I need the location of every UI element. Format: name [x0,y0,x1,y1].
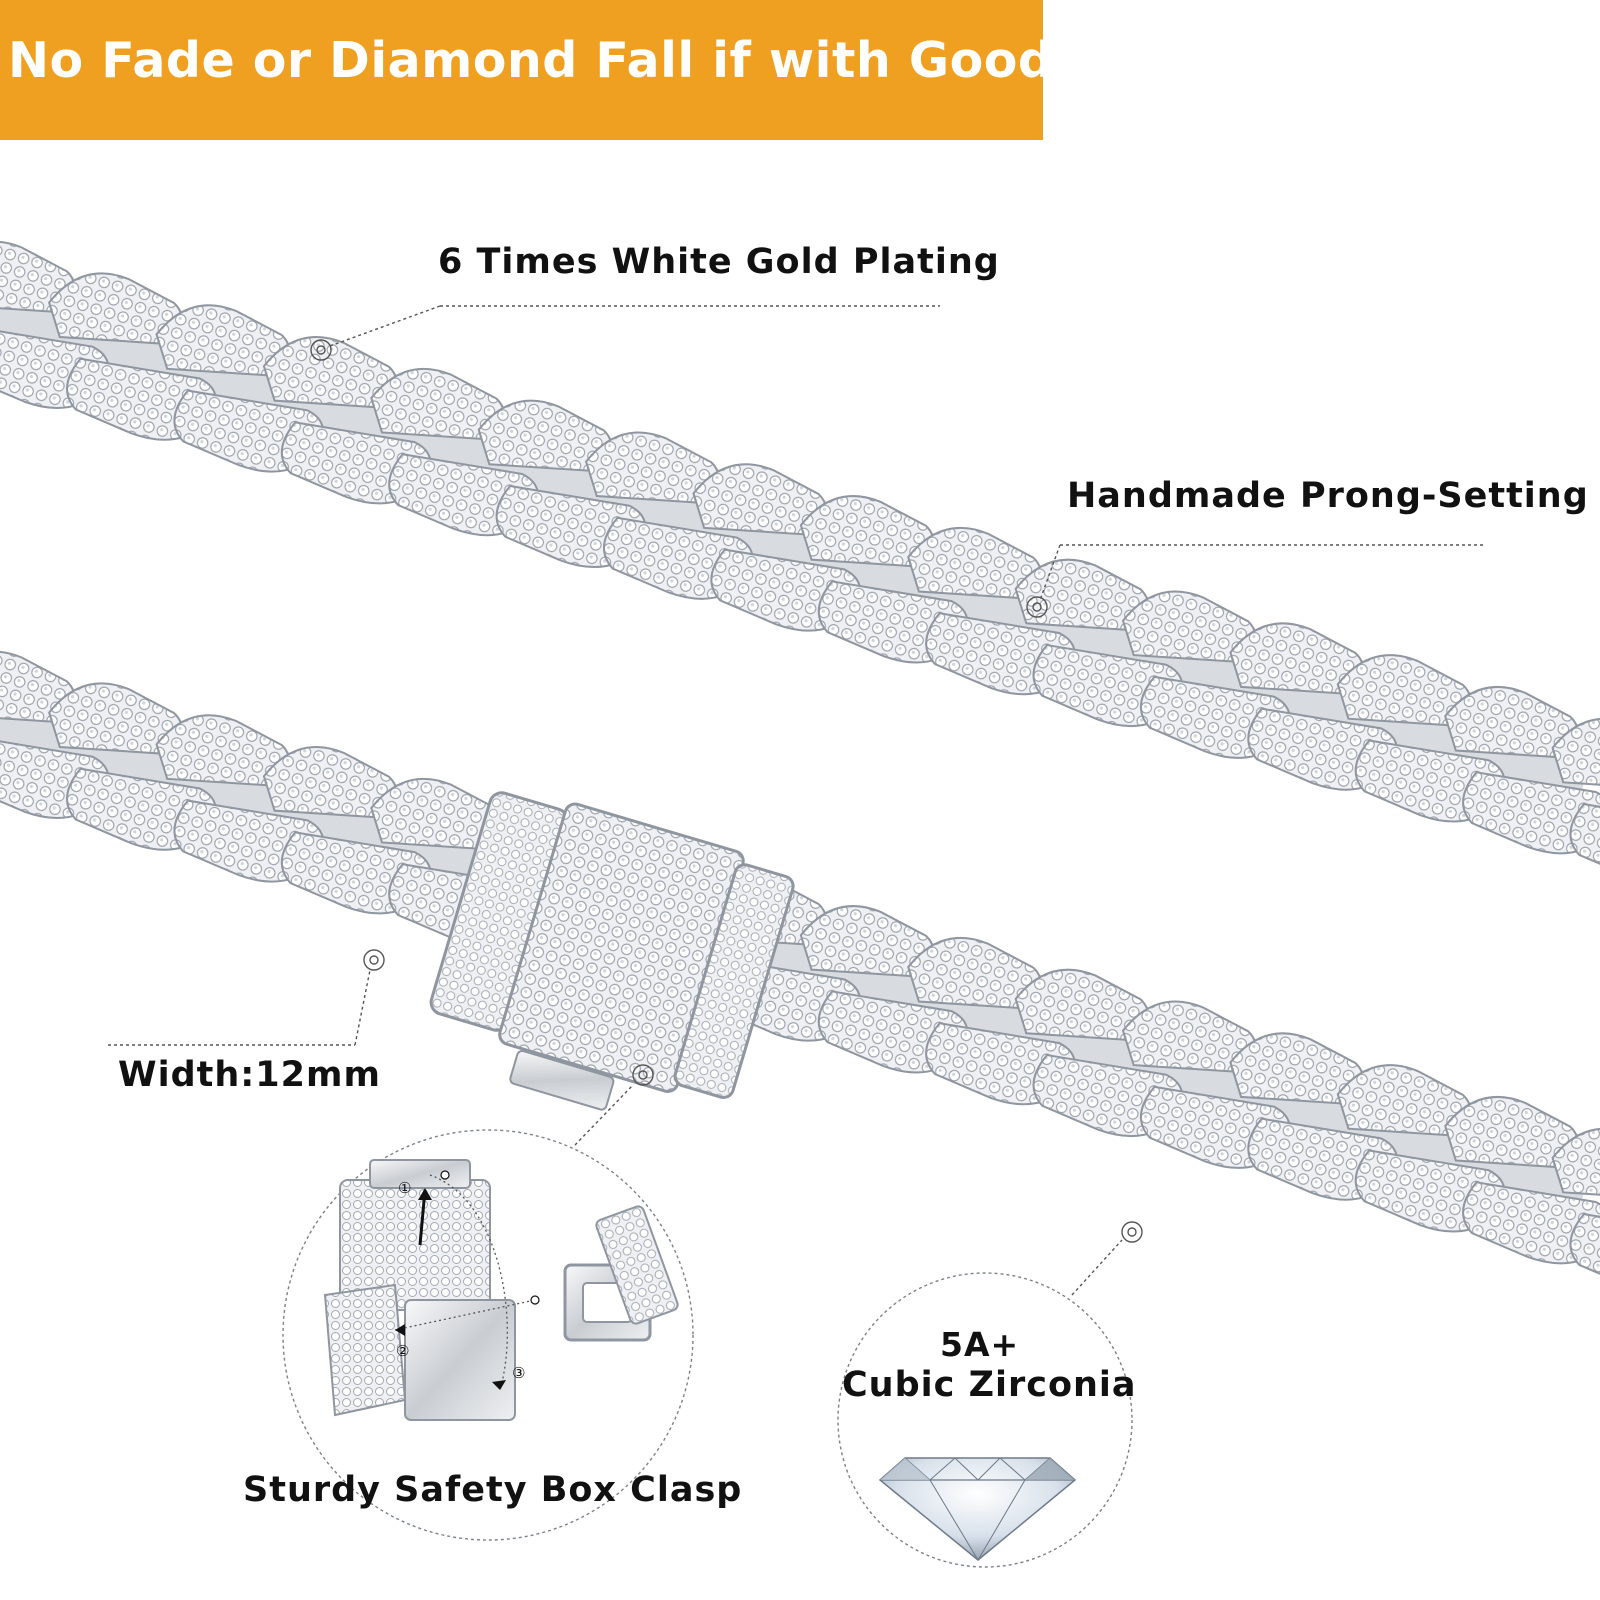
chain-link-bottom [1569,1213,1600,1297]
zirconia-inset [837,1272,1133,1568]
chain-link-bottom [1569,803,1600,887]
upper-chain [0,240,1600,887]
clasp-step-2: ② [396,1342,409,1360]
chain-link-top [1551,717,1600,791]
prong-setting-label: Handmade Prong-Setting [1067,476,1589,516]
plating-label: 6 Times White Gold Plating [438,242,1000,282]
clasp-step-3: ③ [512,1364,525,1382]
headline-text: No Fade or Diamond Fall if with Good Car… [8,32,1200,89]
diamond-icon [878,1457,1077,1561]
clasp-step-1: ① [398,1179,411,1197]
callout-width-leader [108,949,385,1046]
zirconia-name-label: Cubic Zirconia [842,1365,1137,1405]
callout-plating-leader [310,305,940,361]
zirconia-grade-label: 5A+ [940,1325,1020,1364]
clasp-detail-inset: ① ② ③ [282,1129,694,1541]
box-clasp [429,791,795,1111]
headline-banner: No Fade or Diamond Fall if with Good Car… [0,0,1199,140]
callout-zirconia-leader [1071,1221,1143,1296]
callout-clasp-leader [574,1064,654,1146]
chain-link-top [1551,1127,1600,1201]
width-label: Width:12mm [118,1055,381,1095]
callout-prong-leader [1026,544,1485,618]
clasp-label: Sturdy Safety Box Clasp [243,1470,743,1510]
